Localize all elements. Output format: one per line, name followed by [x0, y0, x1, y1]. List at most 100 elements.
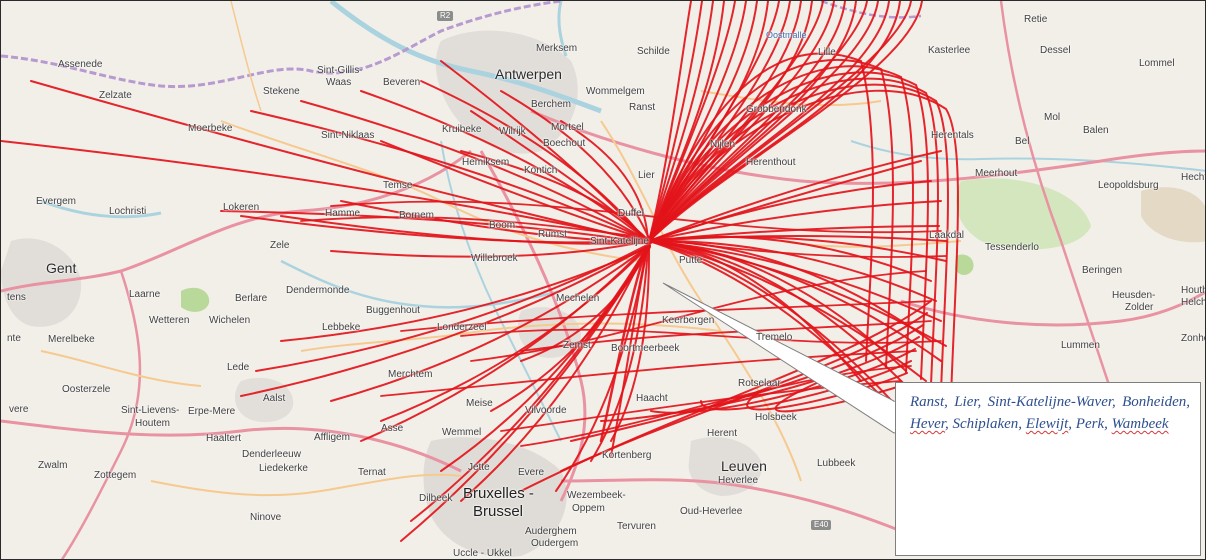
- place-label: Wichelen: [209, 315, 251, 326]
- place-label: Kasterlee: [928, 45, 971, 56]
- place-label: Boechout: [543, 138, 586, 149]
- place-label: Kortenberg: [602, 450, 652, 461]
- place-label: Lommel: [1139, 58, 1175, 69]
- place-label: Boortmeerbeek: [611, 343, 680, 354]
- flight-track: [648, 240, 902, 412]
- place-label: Denderleeuw: [242, 449, 301, 460]
- place-label: Oudergem: [531, 538, 579, 549]
- place-label: Laakdal: [929, 230, 965, 241]
- flight-track: [648, 65, 914, 374]
- flight-track: [520, 365, 912, 447]
- place-label: Sint-Katelijne: [590, 236, 649, 247]
- flight-track: [470, 270, 927, 362]
- place-label: tens: [7, 292, 26, 303]
- flight-track: [648, 77, 939, 386]
- flight-track: [648, 1, 824, 242]
- place-label: Heverlee: [718, 475, 759, 486]
- flight-track: [648, 1, 879, 242]
- place-label: Vilvoorde: [525, 405, 567, 416]
- place-label: Bel: [1015, 136, 1030, 147]
- flight-track: [648, 1, 868, 242]
- callout-word: Bonheiden,: [1122, 394, 1190, 410]
- callout-word: Ranst,: [910, 394, 948, 410]
- callout-pointer: [662, 282, 895, 434]
- flight-track: [648, 1, 703, 242]
- place-label: Merelbeke: [48, 334, 95, 345]
- place-label: Zwalm: [38, 460, 68, 471]
- flight-track: [648, 150, 942, 242]
- place-label: Holsbeek: [755, 412, 797, 423]
- flight-track: [648, 1, 846, 242]
- place-label: Dilbeek: [419, 493, 453, 504]
- place-label: Lochristi: [109, 206, 147, 217]
- place-label: Houtem: [135, 418, 171, 429]
- place-label: Lokeren: [223, 202, 260, 213]
- place-label: Haacht: [636, 393, 668, 404]
- place-label: Zottegem: [94, 470, 137, 481]
- flight-track: [1, 140, 648, 242]
- place-label: Buggenhout: [366, 305, 420, 316]
- place-label: Aalst: [263, 393, 286, 404]
- place-label: Retie: [1024, 14, 1048, 25]
- place-label: Zolder: [1125, 302, 1154, 313]
- place-label: Assenede: [58, 59, 103, 70]
- place-label: Duffel: [618, 208, 644, 219]
- place-label: Mol: [1044, 112, 1061, 123]
- place-label: Lille: [818, 47, 836, 58]
- place-label: Helche: [1181, 297, 1205, 308]
- place-label: Brussel: [473, 503, 524, 520]
- place-label: Kruibeke: [442, 124, 482, 135]
- flight-track: [648, 1, 890, 242]
- place-label: Zele: [270, 240, 290, 251]
- place-label: Erpe-Mere: [188, 406, 236, 417]
- place-label: Sint-Niklaas: [321, 130, 375, 141]
- place-label: Wezembeek-: [567, 490, 626, 501]
- place-label: Zelzate: [99, 90, 132, 101]
- place-label: Wemmel: [442, 427, 482, 438]
- flight-track: [700, 360, 912, 411]
- place-label: Moerbeke: [188, 123, 233, 134]
- place-label: Jette: [468, 462, 490, 473]
- place-label: Lede: [227, 362, 250, 373]
- place-label: Londerzeel: [437, 322, 487, 333]
- place-label: Merksem: [536, 43, 578, 54]
- place-label: Oud-Heverlee: [680, 506, 743, 517]
- flight-track: [380, 140, 652, 242]
- place-label: Rotselaar: [738, 378, 781, 389]
- flight-track: [330, 244, 651, 402]
- road-label-e40: E40: [811, 520, 832, 530]
- flight-track: [300, 100, 649, 242]
- callout-box: Ranst, Lier, Sint-Katelijne-Waver, Bonhe…: [895, 382, 1201, 556]
- place-label: Zonho: [1181, 333, 1205, 344]
- flight-track: [648, 71, 929, 380]
- place-label: Laarne: [129, 289, 161, 300]
- place-label: Boom: [489, 220, 516, 231]
- place-label: Evergem: [36, 196, 77, 207]
- place-label: Dessel: [1040, 45, 1071, 56]
- callout-word-misspelled: Elewijt: [1025, 416, 1069, 432]
- place-label: Lubbeek: [817, 458, 856, 469]
- flight-track: [648, 240, 907, 372]
- place-label: Lier: [638, 170, 655, 181]
- place-label: Hecht: [1181, 172, 1206, 183]
- place-label: Schilde: [637, 46, 670, 57]
- place-label: Nijlen: [710, 139, 736, 150]
- callout-word: Schiplaken,: [952, 416, 1023, 432]
- place-label: Keerbergen: [662, 315, 715, 326]
- place-label: Berchem: [531, 99, 572, 110]
- place-label: Antwerpen: [495, 66, 562, 82]
- callout-word-misspelled: Wambeek: [1111, 416, 1169, 432]
- place-label: Dendermonde: [286, 285, 350, 296]
- flight-track: [648, 240, 882, 397]
- flight-track: [400, 300, 932, 332]
- flight-track: [560, 312, 928, 472]
- flight-track: [648, 83, 949, 392]
- place-label: Ternat: [358, 467, 386, 478]
- flight-track: [300, 216, 947, 258]
- place-label: Wilrijk: [499, 126, 526, 137]
- place-label: Balen: [1083, 125, 1109, 136]
- place-label: Hamme: [325, 208, 361, 219]
- callout-text: Ranst, Lier, Sint-Katelijne-Waver, Bonhe…: [910, 391, 1190, 435]
- flight-track: [590, 245, 649, 462]
